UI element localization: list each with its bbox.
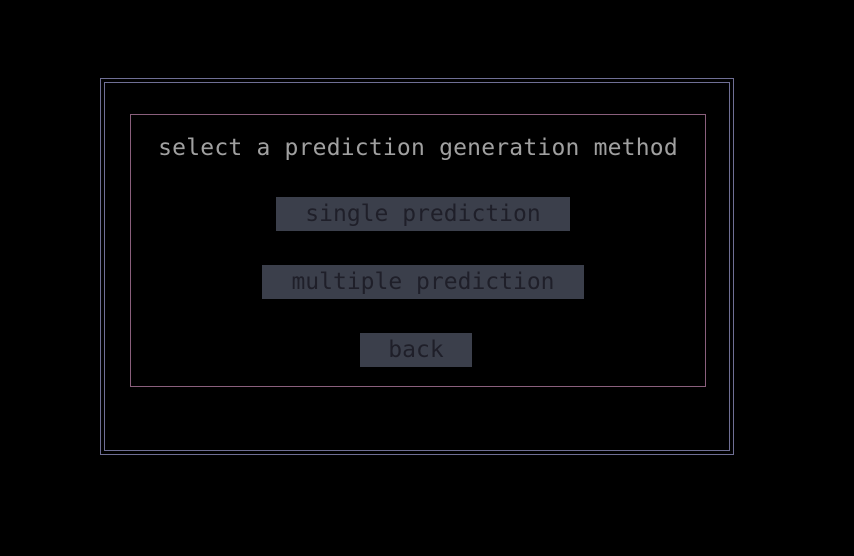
outer-window-frame-inner-line	[104, 82, 730, 451]
method-selection-dialog: select a prediction generation method si…	[130, 114, 706, 387]
single-prediction-button[interactable]: single prediction	[276, 197, 570, 231]
dialog-title: select a prediction generation method	[158, 135, 678, 161]
multiple-prediction-button[interactable]: multiple prediction	[262, 265, 584, 299]
back-button[interactable]: back	[360, 333, 472, 367]
outer-window-frame	[100, 78, 734, 455]
